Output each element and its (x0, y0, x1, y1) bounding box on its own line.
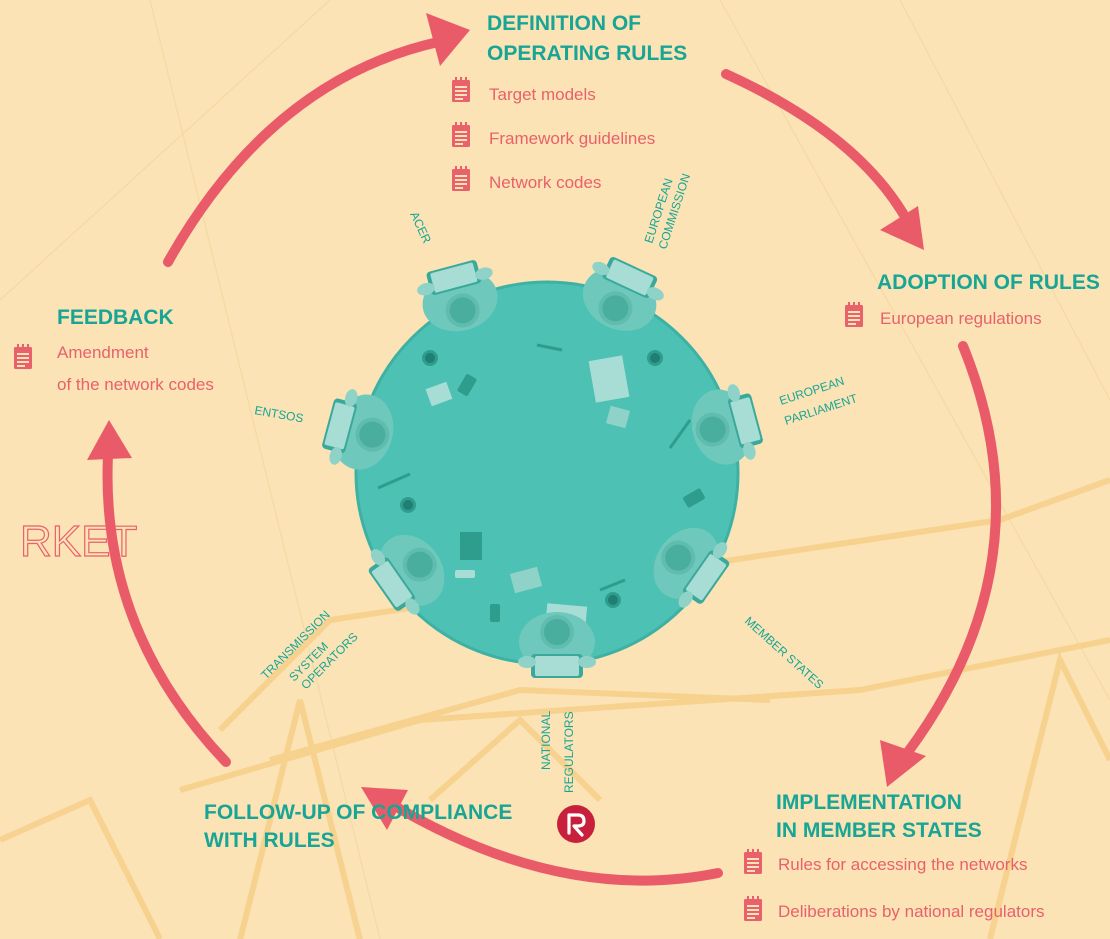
arrow-feedback-to-definition (168, 42, 438, 262)
actor-national-regulators-line2: REGULATORS (562, 711, 576, 793)
arrowhead-3 (880, 740, 926, 787)
document-icon (452, 166, 470, 191)
follow-up-title-line1: FOLLOW-UP OF COMPLIANCE (204, 801, 512, 824)
document-icon (452, 77, 470, 102)
adoption-item: European regulations (880, 309, 1042, 328)
stage-implementation: IMPLEMENTATION IN MEMBER STATES Rules fo… (744, 791, 1045, 921)
document-icon (845, 302, 863, 327)
arrow-adoption-to-implementation (908, 346, 996, 752)
definition-title-line1: DEFINITION OF (487, 12, 641, 35)
arrow-followup-to-feedback (108, 455, 226, 762)
implementation-title-line2: IN MEMBER STATES (776, 819, 982, 842)
stage-adoption: ADOPTION OF RULES European regulations (845, 271, 1100, 328)
document-icon (452, 122, 470, 147)
definition-title-line2: OPERATING RULES (487, 42, 687, 65)
implementation-item: Deliberations by national regulators (778, 902, 1045, 921)
person-national-regulators (518, 612, 596, 678)
arrowhead-5 (87, 420, 132, 460)
stage-feedback: FEEDBACK Amendment of the network codes (14, 306, 214, 394)
cre-logo-icon (557, 805, 595, 843)
document-icon (744, 896, 762, 921)
follow-up-title-line2: WITH RULES (204, 829, 335, 852)
actor-acer: ACER (407, 209, 434, 245)
implementation-item: Rules for accessing the networks (778, 855, 1027, 874)
feedback-item-line1: Amendment (57, 343, 149, 362)
adoption-title: ADOPTION OF RULES (877, 271, 1100, 294)
actor-entsos: ENTSOS (253, 403, 304, 425)
stage-definition: DEFINITION OF OPERATING RULES Target mod… (452, 12, 687, 192)
document-icon (744, 849, 762, 874)
actor-national-regulators-line1: NATIONAL (539, 711, 553, 770)
implementation-title-line1: IMPLEMENTATION (776, 791, 962, 814)
definition-item: Framework guidelines (489, 129, 655, 148)
actor-member-states: MEMBER STATES (742, 614, 826, 692)
feedback-item-line2: of the network codes (57, 375, 214, 394)
document-icon (14, 344, 32, 369)
definition-item: Target models (489, 85, 596, 104)
definition-item: Network codes (489, 173, 601, 192)
arrow-definition-to-adoption (726, 74, 908, 222)
feedback-title: FEEDBACK (57, 306, 174, 329)
